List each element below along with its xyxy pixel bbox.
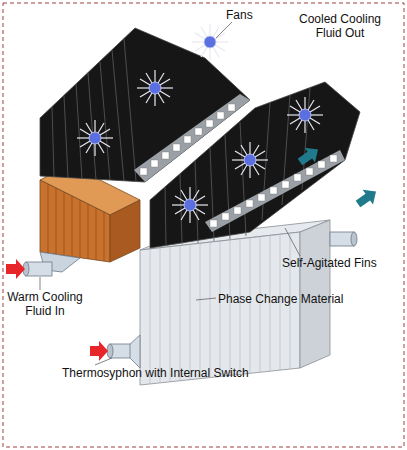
fin-bank [150, 82, 360, 248]
fan-symbol [77, 24, 323, 223]
callout-label: Warm Cooling Fluid In [2, 290, 88, 318]
inlet-arrow [6, 259, 25, 279]
inlet-arrow [90, 341, 108, 361]
outlet-pipe [330, 232, 357, 246]
callout-label: Thermosyphon with Internal Switch [62, 366, 292, 380]
inlet-pipe [23, 252, 80, 276]
inlet-pipe [107, 335, 140, 368]
callout-label: Self-Agitated Fins [282, 256, 402, 270]
callout-label: Phase Change Material [218, 292, 378, 306]
leader-line [40, 22, 300, 365]
callout-label: Fans [226, 8, 270, 22]
callout-label: Cooled Cooling Fluid Out [290, 12, 390, 40]
outlet-arrow [295, 142, 381, 211]
dashed-frame [3, 3, 404, 447]
